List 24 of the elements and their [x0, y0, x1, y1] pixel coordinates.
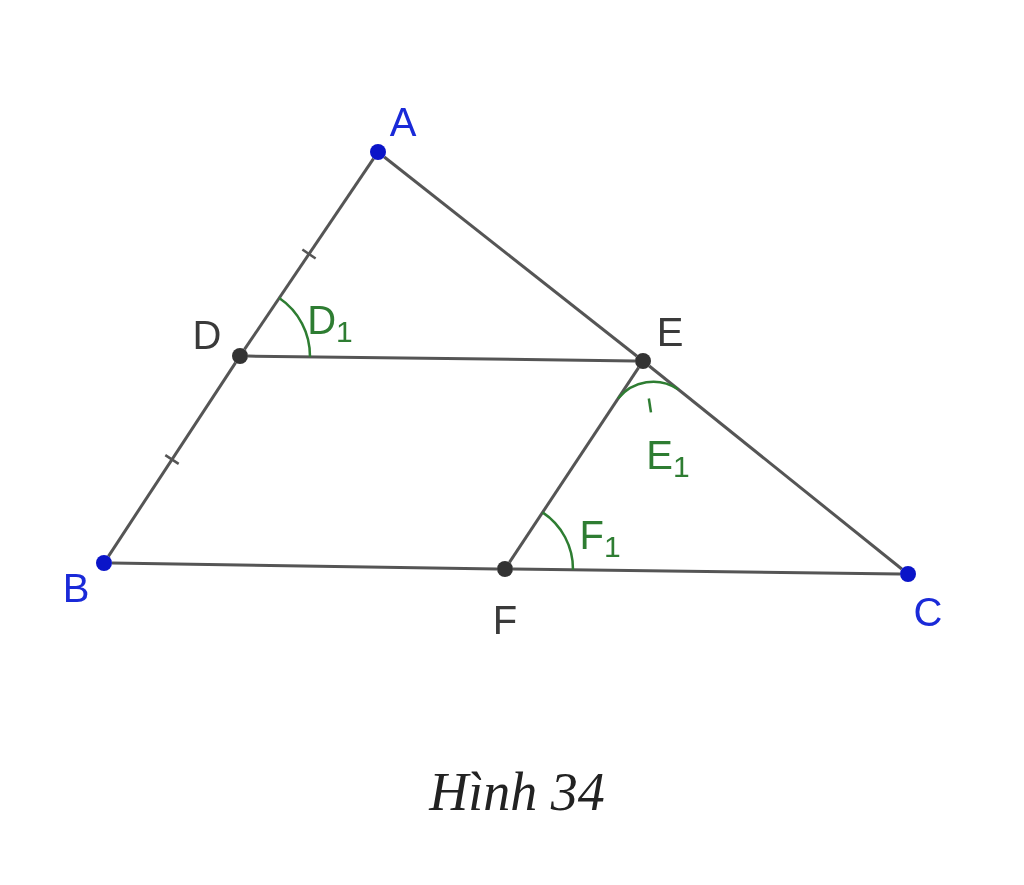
point	[370, 144, 386, 160]
point-label: F	[492, 600, 518, 640]
line-segment	[107, 361, 237, 558]
angle-label: F$_{1}$	[579, 515, 621, 555]
line-segment	[508, 366, 640, 564]
point	[635, 353, 651, 369]
line-segment	[243, 157, 375, 351]
line-segment	[111, 561, 498, 571]
line-segment	[248, 354, 635, 363]
point	[497, 561, 513, 577]
angle-label: D$_{1}$	[307, 300, 353, 340]
point-label: E	[656, 312, 684, 352]
angle-label: E$_{1}$	[646, 435, 690, 475]
point-label: A	[389, 102, 417, 142]
caption: Hình 34	[429, 765, 605, 819]
point	[232, 348, 248, 364]
point-label: D	[192, 315, 222, 355]
point	[96, 555, 112, 571]
line-segment	[648, 364, 903, 571]
line-segment	[513, 567, 900, 576]
line-segment	[383, 155, 638, 358]
point-label: B	[62, 568, 90, 608]
point	[900, 566, 916, 582]
point-label: C	[913, 592, 943, 632]
